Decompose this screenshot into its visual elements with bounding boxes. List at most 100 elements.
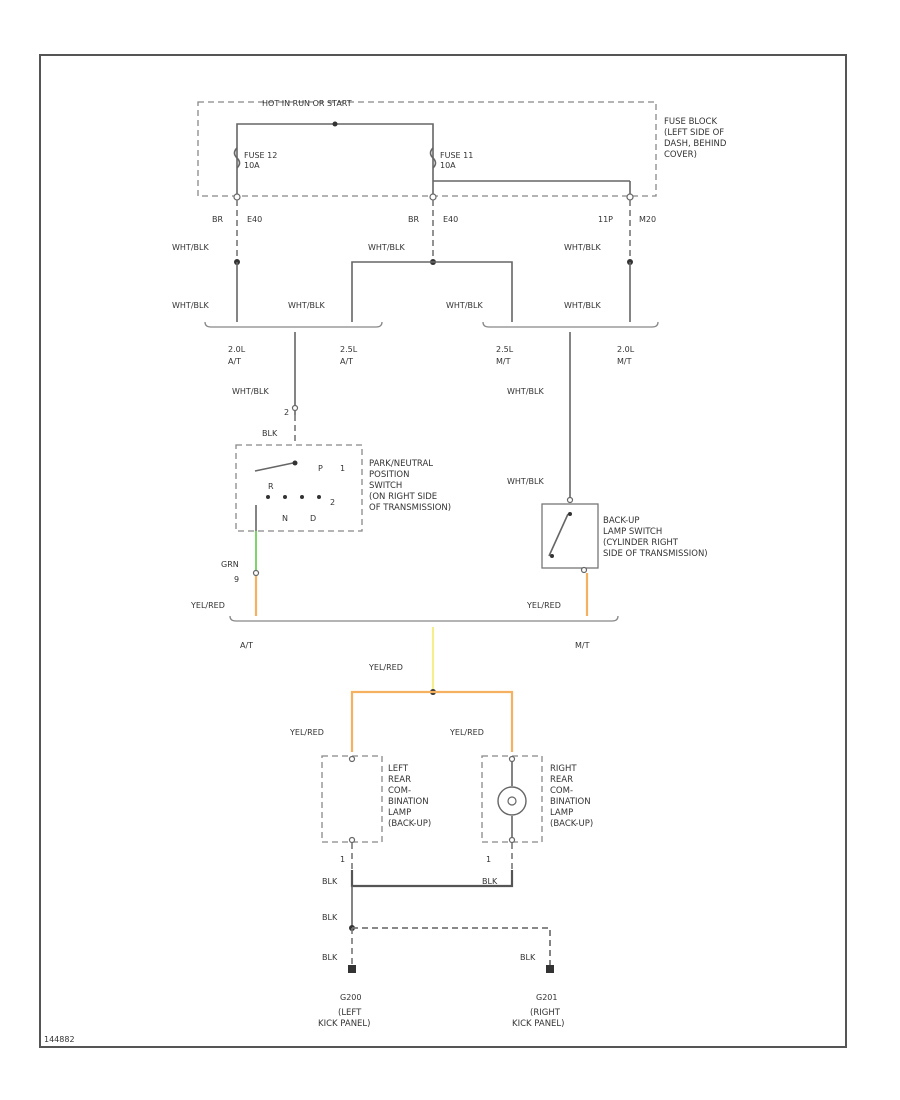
wire-label: WHT/BLK	[288, 301, 325, 310]
left-lamp-terminal-bottom	[348, 836, 356, 844]
figure-id: 144882	[44, 1035, 75, 1044]
wire-label: WHT/BLK	[172, 243, 209, 252]
backup-terminal-top	[566, 496, 574, 504]
wire-label: BLK	[482, 877, 498, 886]
fuse-right-terminal	[626, 193, 634, 201]
prnd-terminal	[291, 404, 299, 412]
pin-label: 9	[234, 575, 239, 584]
wire-label: WHT/BLK	[446, 301, 483, 310]
fuse12-color: BR	[212, 215, 223, 224]
wire-label: BLK	[520, 953, 536, 962]
prnd-contact	[283, 495, 287, 499]
mt-option-label: M/T	[575, 641, 590, 650]
prnd-contact-arm	[254, 462, 294, 472]
fuse-block-note: FUSE BLOCK (LEFT SIDE OF DASH, BEHIND CO…	[664, 117, 729, 160]
ground-branch-wire	[352, 927, 551, 965]
wire-label: WHT/BLK	[507, 477, 544, 486]
fuse11-name: FUSE 11	[440, 151, 473, 160]
fuse11-symbol	[429, 147, 437, 169]
option-trans-label: A/T	[340, 357, 353, 366]
wire-label: WHT/BLK	[564, 243, 601, 252]
fuse12-connector: E40	[247, 215, 262, 224]
prnd-switch-outline	[235, 444, 363, 532]
wire-label: WHT/BLK	[507, 387, 544, 396]
prnd-contact	[300, 495, 304, 499]
ground-symbol-left-icon	[348, 965, 356, 973]
prnd-pin-label: 2	[330, 498, 335, 507]
fuse11-rating: 10A	[440, 161, 456, 170]
wire-label: BLK	[262, 429, 278, 438]
option-engine-label: 2.5L	[496, 345, 514, 354]
fuse-right-color: 11P	[598, 215, 613, 224]
fuse11-color: BR	[408, 215, 419, 224]
prnd-pivot	[292, 460, 298, 466]
option-trans-label: M/T	[496, 357, 511, 366]
wire-label: YEL/RED	[190, 601, 225, 610]
pin-label: 1	[340, 855, 345, 864]
wire-label: YEL/RED	[289, 728, 324, 737]
wire-label: YEL/RED	[526, 601, 561, 610]
prnd-contact	[266, 495, 270, 499]
prnd-pin-label: D	[310, 514, 316, 523]
wire-label: BLK	[322, 953, 338, 962]
fuse12-terminal	[233, 193, 241, 201]
left-lamp-outline	[321, 755, 383, 843]
backup-switch-outline	[541, 503, 599, 569]
fuse12-rating: 10A	[244, 161, 260, 170]
wire-label: WHT/BLK	[232, 387, 269, 396]
wire-label: WHT/BLK	[564, 301, 601, 310]
option-engine-label: 2.5L	[340, 345, 358, 354]
option-bracket-left	[204, 321, 383, 328]
backup-switch-arm	[548, 513, 569, 557]
option-bracket-right	[482, 321, 659, 328]
prnd-output-terminal	[252, 569, 260, 577]
lamp-feed-orange-wire	[350, 690, 514, 752]
hot-in-run-label: HOT IN RUN OR START	[262, 99, 352, 108]
prnd-pin-label: P	[318, 464, 323, 473]
wire-label: GRN	[221, 560, 239, 569]
ground-right-note: (RIGHT KICK PANEL)	[512, 1008, 564, 1029]
left-lamp-note: LEFT REAR COM- BINATION LAMP (BACK-UP)	[388, 764, 431, 829]
backup-switch-note: BACK-UP LAMP SWITCH (CYLINDER RIGHT SIDE…	[603, 516, 708, 559]
bulb-filament-icon	[507, 796, 517, 806]
wire-label: BLK	[322, 877, 338, 886]
wire	[351, 261, 513, 322]
fuse12-name: FUSE 12	[244, 151, 277, 160]
ground-right-name: G201	[536, 993, 557, 1002]
left-lamp-terminal-top	[348, 755, 356, 763]
option-engine-label: 2.0L	[228, 345, 246, 354]
fuse-block-outline	[197, 101, 657, 197]
trans-option-bracket	[229, 615, 619, 622]
diagram-border	[39, 54, 847, 1048]
right-lamp-terminal-bottom	[508, 836, 516, 844]
ground-left-note: (LEFT KICK PANEL)	[318, 1008, 370, 1029]
ground-left-name: G200	[340, 993, 361, 1002]
fuse12-symbol	[233, 147, 241, 169]
prnd-pin-label: N	[282, 514, 288, 523]
lamp-ground-join-wire	[350, 870, 514, 888]
fuse11-terminal	[429, 193, 437, 201]
backup-switch-contact	[550, 554, 554, 558]
backup-terminal-bottom	[580, 566, 588, 574]
backup-switch-contact	[568, 512, 572, 516]
option-engine-label: 2.0L	[617, 345, 635, 354]
right-lamp-terminal-top	[508, 755, 516, 763]
option-trans-label: M/T	[617, 357, 632, 366]
fuse11-connector: E40	[443, 215, 458, 224]
pin-label: 2	[284, 408, 289, 417]
prnd-pin-label: R	[268, 482, 274, 491]
option-trans-label: A/T	[228, 357, 241, 366]
wire-label: WHT/BLK	[172, 301, 209, 310]
wire-label: YEL/RED	[368, 663, 403, 672]
prnd-switch-note: PARK/NEUTRAL POSITION SWITCH (ON RIGHT S…	[369, 459, 451, 513]
wire-label: WHT/BLK	[368, 243, 405, 252]
right-lamp-note: RIGHT REAR COM- BINATION LAMP (BACK-UP)	[550, 764, 593, 829]
fuse-right-connector: M20	[639, 215, 656, 224]
at-option-label: A/T	[240, 641, 253, 650]
bus-junction-dot	[332, 121, 338, 127]
bulb-icon	[497, 786, 527, 816]
wire-label: BLK	[322, 913, 338, 922]
wire-label: YEL/RED	[449, 728, 484, 737]
prnd-contact	[317, 495, 321, 499]
